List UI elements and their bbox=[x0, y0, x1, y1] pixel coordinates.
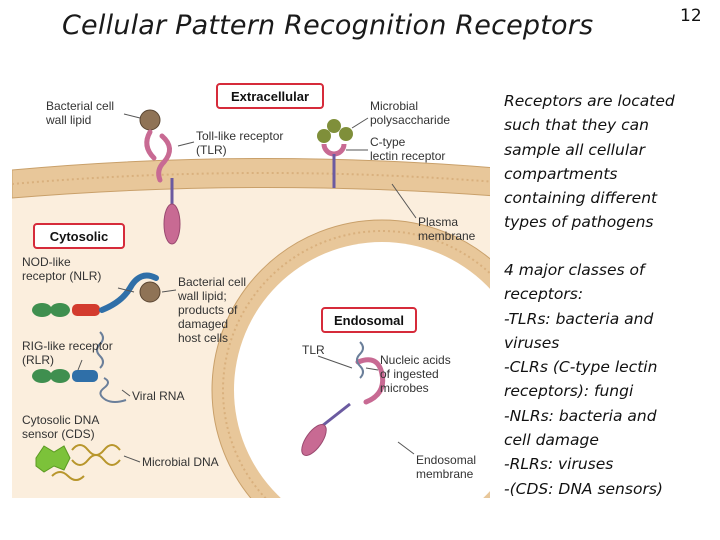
nlr-receptor bbox=[32, 272, 161, 317]
rlr-helicase bbox=[72, 370, 98, 382]
endosomal-box-frame bbox=[321, 307, 417, 333]
cds-sensor bbox=[35, 444, 121, 481]
receptor-diagram: Extracellular Cytosolic Endosomal Bacter… bbox=[12, 78, 496, 498]
polysaccharide-ball-right bbox=[339, 127, 353, 141]
leader-tlr bbox=[177, 141, 195, 147]
label-tlr-2: (TLR) bbox=[196, 143, 227, 157]
tlr-surface-receptor bbox=[139, 109, 181, 245]
leader-viral-rna bbox=[121, 389, 131, 397]
bacterial-lipid-ball bbox=[139, 109, 161, 131]
label-tlr-1: Toll-like receptor bbox=[196, 129, 283, 143]
label-damaged-2: wall lipid; bbox=[177, 289, 227, 303]
label-bacterial-lipid-2: wall lipid bbox=[45, 113, 91, 127]
cds-sensor-shape bbox=[35, 445, 71, 473]
label-nlr-2: receptor (NLR) bbox=[22, 269, 101, 283]
leader-lines bbox=[77, 113, 417, 463]
label-polysaccharide-2: polysaccharide bbox=[370, 113, 450, 127]
tlr-endosomal-receptor bbox=[301, 341, 386, 456]
label-bacterial-lipid-1: Bacterial cell bbox=[46, 99, 114, 113]
label-tlr-endo: TLR bbox=[302, 343, 325, 357]
endo-tlr-tir-domain bbox=[301, 424, 327, 456]
label-cds-2: sensor (CDS) bbox=[22, 427, 95, 441]
diagram-right-crop bbox=[490, 78, 496, 498]
nlr-domain-green-2 bbox=[50, 303, 70, 317]
leader-rlr bbox=[77, 359, 83, 371]
tlr-ectodomain bbox=[156, 133, 172, 183]
leader-endo-membrane bbox=[397, 441, 415, 455]
leader-polysaccharide bbox=[351, 117, 369, 129]
label-cds-1: Cytosolic DNA bbox=[22, 413, 99, 427]
endo-nucleic-acid bbox=[356, 341, 364, 379]
label-damaged-3: products of bbox=[178, 303, 238, 317]
label-polysaccharide-1: Microbial bbox=[370, 99, 418, 113]
label-nucleic-2: of ingested bbox=[380, 367, 439, 381]
side-paragraph-classes: 4 major classes of receptors: -TLRs: bac… bbox=[504, 261, 663, 498]
endo-tlr-stalk bbox=[321, 402, 351, 428]
viral-rna-strand bbox=[96, 331, 127, 403]
label-plasma-2: membrane bbox=[418, 229, 476, 243]
leader-microbial-dna bbox=[123, 455, 141, 463]
cytosolic-box: Cytosolic bbox=[33, 223, 125, 249]
rlr-receptor bbox=[32, 331, 127, 403]
cytosolic-box-frame bbox=[33, 223, 125, 249]
endo-tlr-ectodomain bbox=[355, 357, 386, 405]
leader-nucleic bbox=[365, 367, 379, 371]
leader-nlr bbox=[117, 287, 135, 293]
plasma-membrane bbox=[12, 157, 496, 199]
label-damaged-5: host cells bbox=[178, 331, 228, 345]
label-endo-membrane-2: membrane bbox=[416, 467, 474, 481]
microbial-dna-strand bbox=[71, 444, 121, 466]
polysaccharide-ball-left bbox=[317, 129, 331, 143]
rlr-card-1 bbox=[32, 369, 52, 383]
label-nucleic-1: Nucleic acids bbox=[380, 353, 451, 367]
label-clr-1: C-type bbox=[370, 135, 406, 149]
label-plasma-1: Plasma bbox=[418, 215, 458, 229]
extracellular-box-label: Extracellular bbox=[231, 89, 309, 104]
label-damaged-4: damaged bbox=[178, 317, 228, 331]
leader-bacterial-lipid bbox=[123, 113, 141, 119]
side-paragraph-location: Receptors are located such that they can… bbox=[504, 92, 675, 232]
cytosolic-box-label: Cytosolic bbox=[50, 229, 109, 244]
label-nucleic-3: microbes bbox=[380, 381, 429, 395]
extracellular-box: Extracellular bbox=[216, 83, 324, 109]
label-rlr-1: RIG-like receptor bbox=[22, 339, 113, 353]
membrane-midline bbox=[12, 171, 496, 185]
rlr-card-2 bbox=[50, 369, 70, 383]
page-title: Cellular Pattern Recognition Receptors bbox=[62, 10, 594, 41]
slide-number: 12 bbox=[680, 6, 702, 26]
diagram-labels: Bacterial cell wall lipid Toll-like rece… bbox=[22, 99, 476, 481]
endosomal-box: Endosomal bbox=[321, 307, 417, 333]
extracellular-box-frame bbox=[216, 83, 324, 109]
endosome-lumen bbox=[234, 242, 496, 498]
microbial-dna-strand-2 bbox=[51, 471, 85, 481]
label-rlr-2: (RLR) bbox=[22, 353, 54, 367]
leader-plasma bbox=[391, 183, 417, 219]
label-damaged-1: Bacterial cell bbox=[178, 275, 246, 289]
label-nlr-1: NOD-like bbox=[22, 255, 71, 269]
clr-receptor bbox=[317, 119, 353, 188]
nlr-ligand-lipid bbox=[139, 281, 161, 303]
label-microbial-dna: Microbial DNA bbox=[142, 455, 219, 469]
label-clr-2: lectin receptor bbox=[370, 149, 445, 163]
leader-damaged bbox=[161, 289, 177, 293]
label-viral-rna: Viral RNA bbox=[132, 389, 184, 403]
nlr-domain-red bbox=[72, 304, 100, 316]
nlr-lrr-domain bbox=[99, 272, 159, 313]
leader-tlr-endo bbox=[317, 355, 353, 369]
label-endo-membrane-1: Endosomal bbox=[416, 453, 476, 467]
nlr-domain-green-1 bbox=[32, 303, 52, 317]
polysaccharide-ball-top bbox=[327, 119, 341, 133]
tlr-tir-domain bbox=[163, 203, 181, 245]
endosomal-box-label: Endosomal bbox=[334, 313, 404, 328]
tlr-ectodomain-outline bbox=[144, 129, 157, 161]
